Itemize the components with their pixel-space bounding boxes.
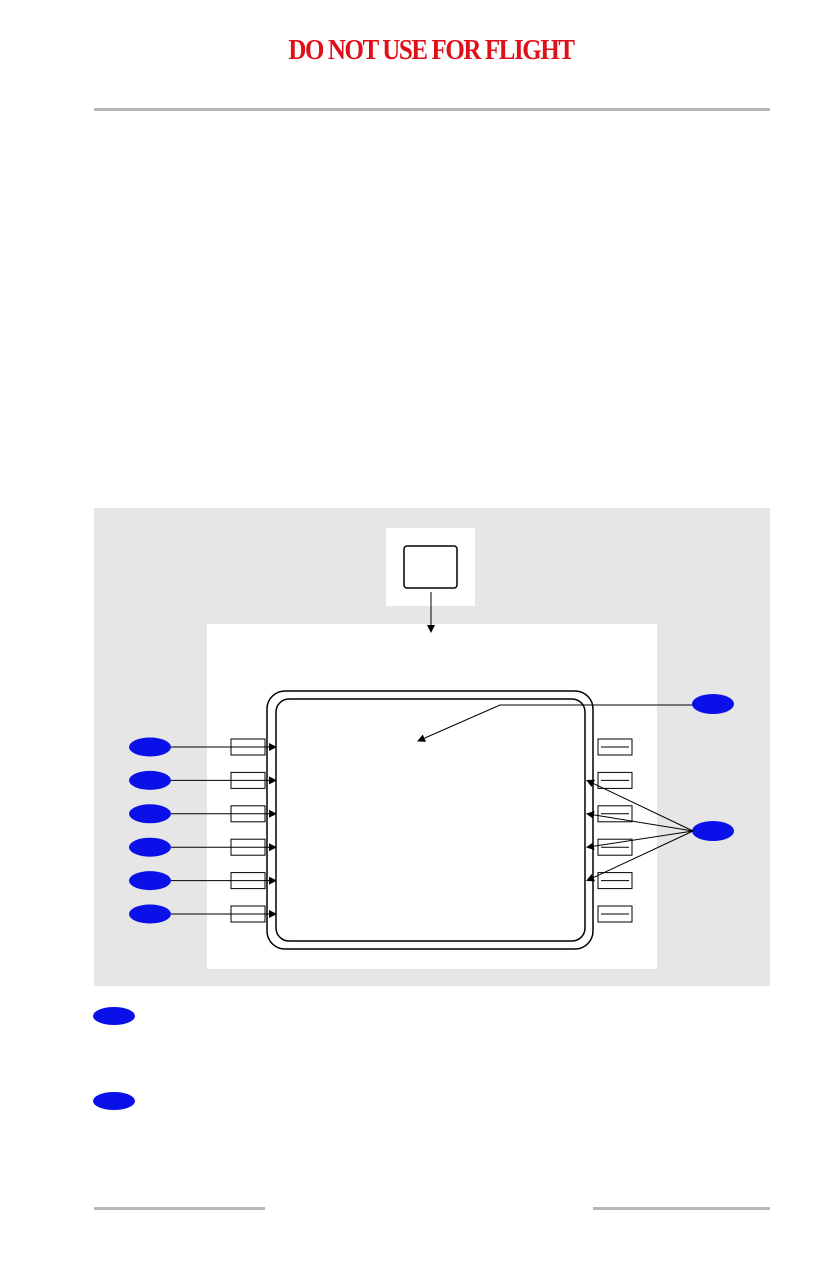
- left-key-1: [129, 737, 277, 757]
- right-key-1: [597, 738, 633, 756]
- right-key-3: [597, 805, 633, 823]
- right-key-4: [597, 838, 633, 856]
- right-line-select-key-1: [597, 738, 633, 756]
- fan-line-5: [586, 830, 694, 882]
- callout-badge-left-2: [129, 770, 171, 790]
- footer-rule-right: [593, 1207, 770, 1210]
- left-key-6: [129, 904, 277, 924]
- screen-callout-line: [417, 704, 694, 742]
- right-line-select-key-3: [597, 805, 633, 823]
- display-bezel: [266, 690, 594, 950]
- legend-badge-2: [93, 1092, 135, 1110]
- right-line-select-keys: [597, 738, 633, 923]
- left-key-2: [129, 770, 277, 790]
- header-warning-title: DO NOT USE FOR FLIGHT: [288, 34, 575, 66]
- callout-badge-left-3: [129, 804, 171, 824]
- callout-badge-screen: [692, 694, 734, 714]
- right-key-2: [597, 771, 633, 789]
- right-line-select-key-5: [597, 872, 633, 890]
- callout-badge-left-1: [129, 737, 171, 757]
- callout-badge-left-5: [129, 871, 171, 891]
- right-line-select-key-6: [597, 905, 633, 923]
- left-line-select-keys: [129, 737, 277, 924]
- left-key-3: [129, 804, 277, 824]
- display-area-background: [207, 624, 657, 969]
- left-key-4: [129, 837, 277, 857]
- fan-line-4: [586, 830, 694, 851]
- callout-badge-left-6: [129, 904, 171, 924]
- fan-line-2: [586, 779, 694, 832]
- header-rule: [94, 108, 770, 111]
- right-line-select-key-4: [597, 838, 633, 856]
- callout-badge-right-keys: [692, 821, 734, 841]
- right-key-6: [597, 905, 633, 923]
- right-key-5: [597, 872, 633, 890]
- callout-badge-left-4: [129, 837, 171, 857]
- right-line-select-key-2: [597, 771, 633, 789]
- control-button-icon: [403, 545, 458, 589]
- left-key-5: [129, 871, 277, 891]
- legend-badge-1: [93, 1007, 135, 1025]
- display-screen: [275, 698, 586, 942]
- right-keys-callout-lines: [586, 779, 694, 882]
- fan-line-3: [586, 810, 694, 832]
- footer-rule-left: [94, 1207, 265, 1210]
